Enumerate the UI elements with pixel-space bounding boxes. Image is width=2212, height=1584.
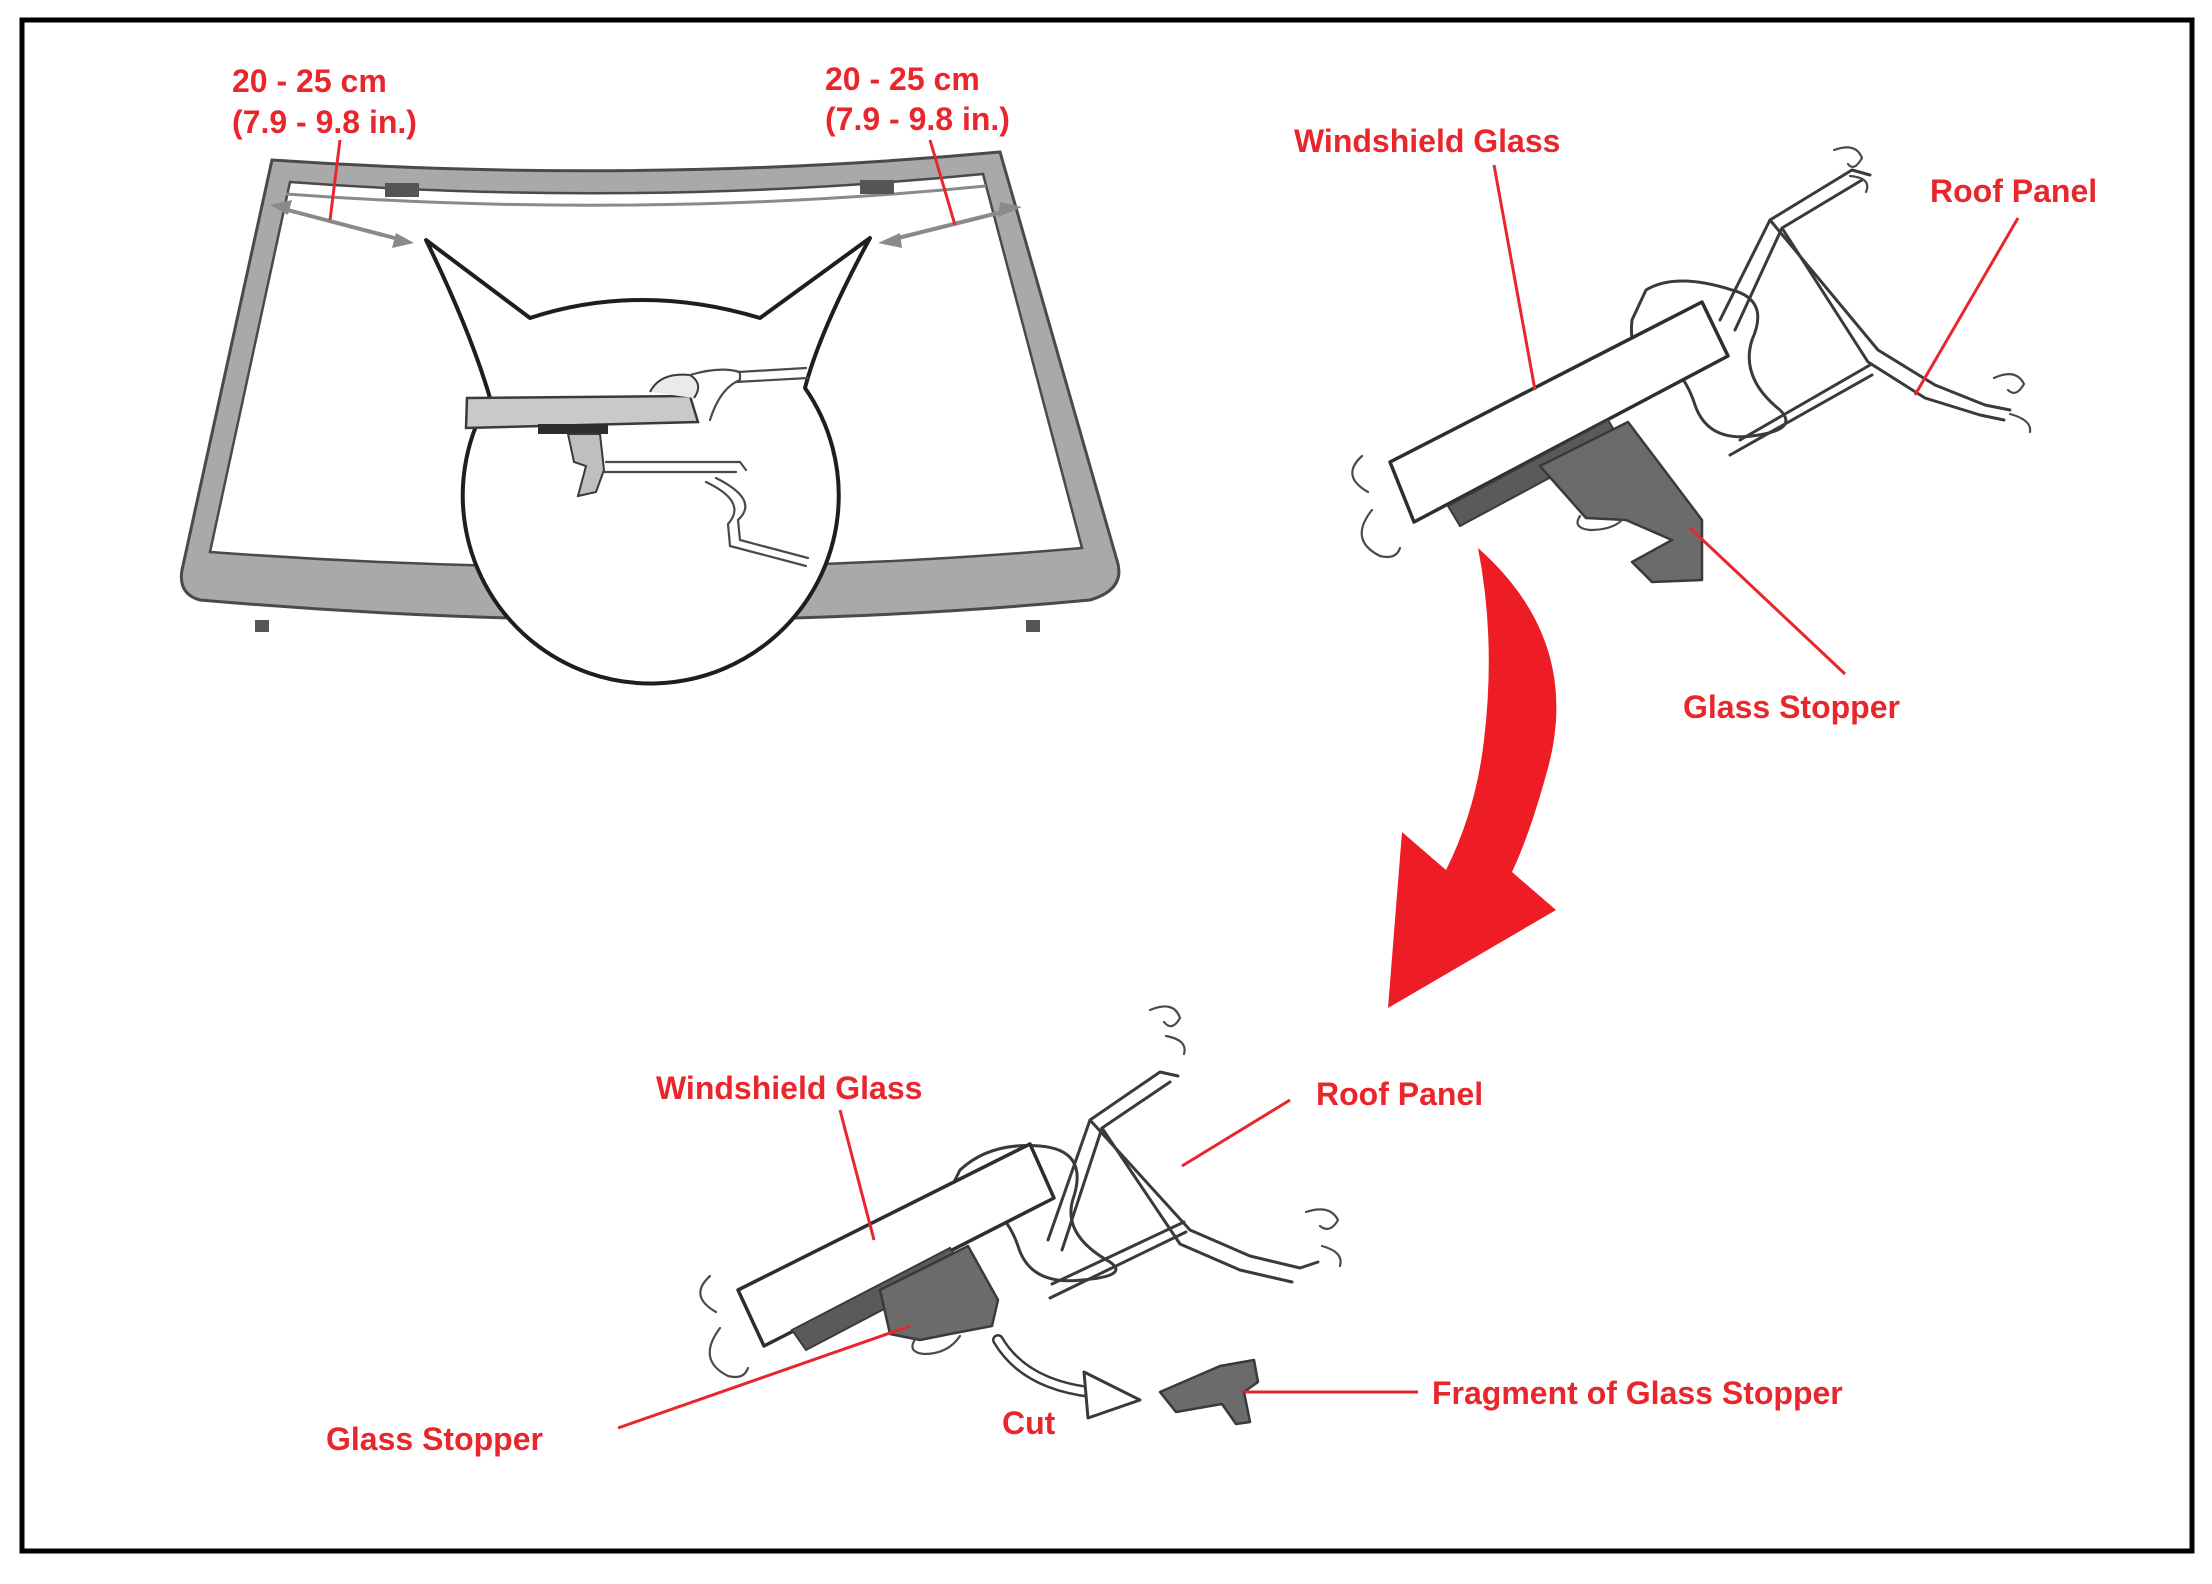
torn-end-right-bottom xyxy=(1304,1208,1342,1268)
torn-end-top xyxy=(1832,146,1869,194)
glass-stopper xyxy=(1538,420,1704,584)
roof-lower-sheet xyxy=(1728,363,1874,457)
label-glass-stopper-bottom: Glass Stopper xyxy=(326,1421,543,1457)
torn-end-right xyxy=(1992,373,2032,434)
glass-stopper-fragment xyxy=(1158,1358,1260,1426)
bottom-clip-right xyxy=(1026,620,1040,632)
section-after-cut: Windshield Glass Roof Panel Glass Stoppe… xyxy=(326,1005,1843,1457)
leader-windshield-glass-top xyxy=(1492,164,1537,391)
label-roof-panel-top: Roof Panel xyxy=(1930,173,2097,209)
magnifier-detail xyxy=(464,366,810,568)
dimension-arrow-left xyxy=(270,200,414,248)
label-roof-panel-bottom: Roof Panel xyxy=(1316,1076,1483,1112)
windshield-glass-slab xyxy=(1388,300,1730,524)
label-cut: Cut xyxy=(1002,1405,1056,1441)
torn-end-left xyxy=(1351,454,1402,559)
leader-windshield-glass-bottom xyxy=(838,1109,876,1241)
leader-glass-stopper-bottom xyxy=(617,1324,911,1430)
torn-end-top-bottom xyxy=(1148,1005,1186,1056)
leader-roof-panel-top xyxy=(1913,217,2020,396)
dim-left-in: (7.9 - 9.8 in.) xyxy=(232,104,417,140)
clip-right xyxy=(860,180,894,194)
clip-left xyxy=(385,183,419,197)
roof-lower-sheet-bottom xyxy=(1048,1220,1188,1300)
glass-stopper-remaining xyxy=(878,1244,1000,1342)
dim-right-in: (7.9 - 9.8 in.) xyxy=(825,101,1010,137)
roof-upper-sheet xyxy=(1718,168,1872,322)
cut-arrow-head xyxy=(1082,1370,1142,1420)
dim-right-cm: 20 - 25 cm xyxy=(825,61,980,97)
windshield-overview: 20 - 25 cm (7.9 - 9.8 in.) 20 - 25 cm (7… xyxy=(179,61,1121,686)
label-glass-stopper-top: Glass Stopper xyxy=(1683,689,1900,725)
label-windshield-glass-top: Windshield Glass xyxy=(1294,123,1560,159)
windshield-top-band xyxy=(285,184,987,207)
windshield-glass-slab-bottom xyxy=(736,1142,1056,1348)
dim-left-cm: 20 - 25 cm xyxy=(232,63,387,99)
magnifier-callout xyxy=(424,236,872,686)
leader-roof-panel-bottom xyxy=(1181,1098,1291,1168)
bottom-clip-left xyxy=(255,620,269,632)
leader-glass-stopper-top xyxy=(1688,526,1847,676)
dimension-arrow-right xyxy=(878,202,1022,248)
transition-arrow xyxy=(1388,548,1557,1008)
label-windshield-glass-bottom: Windshield Glass xyxy=(656,1070,922,1106)
torn-end-left-bottom xyxy=(699,1274,750,1379)
section-before-cut: Windshield Glass Roof Panel Glass Stoppe… xyxy=(1294,123,2097,725)
dim-right-leader xyxy=(928,139,957,226)
dim-left-leader xyxy=(328,139,342,221)
label-fragment: Fragment of Glass Stopper xyxy=(1432,1375,1843,1411)
roof-upper-sheet-bottom xyxy=(1046,1070,1180,1242)
